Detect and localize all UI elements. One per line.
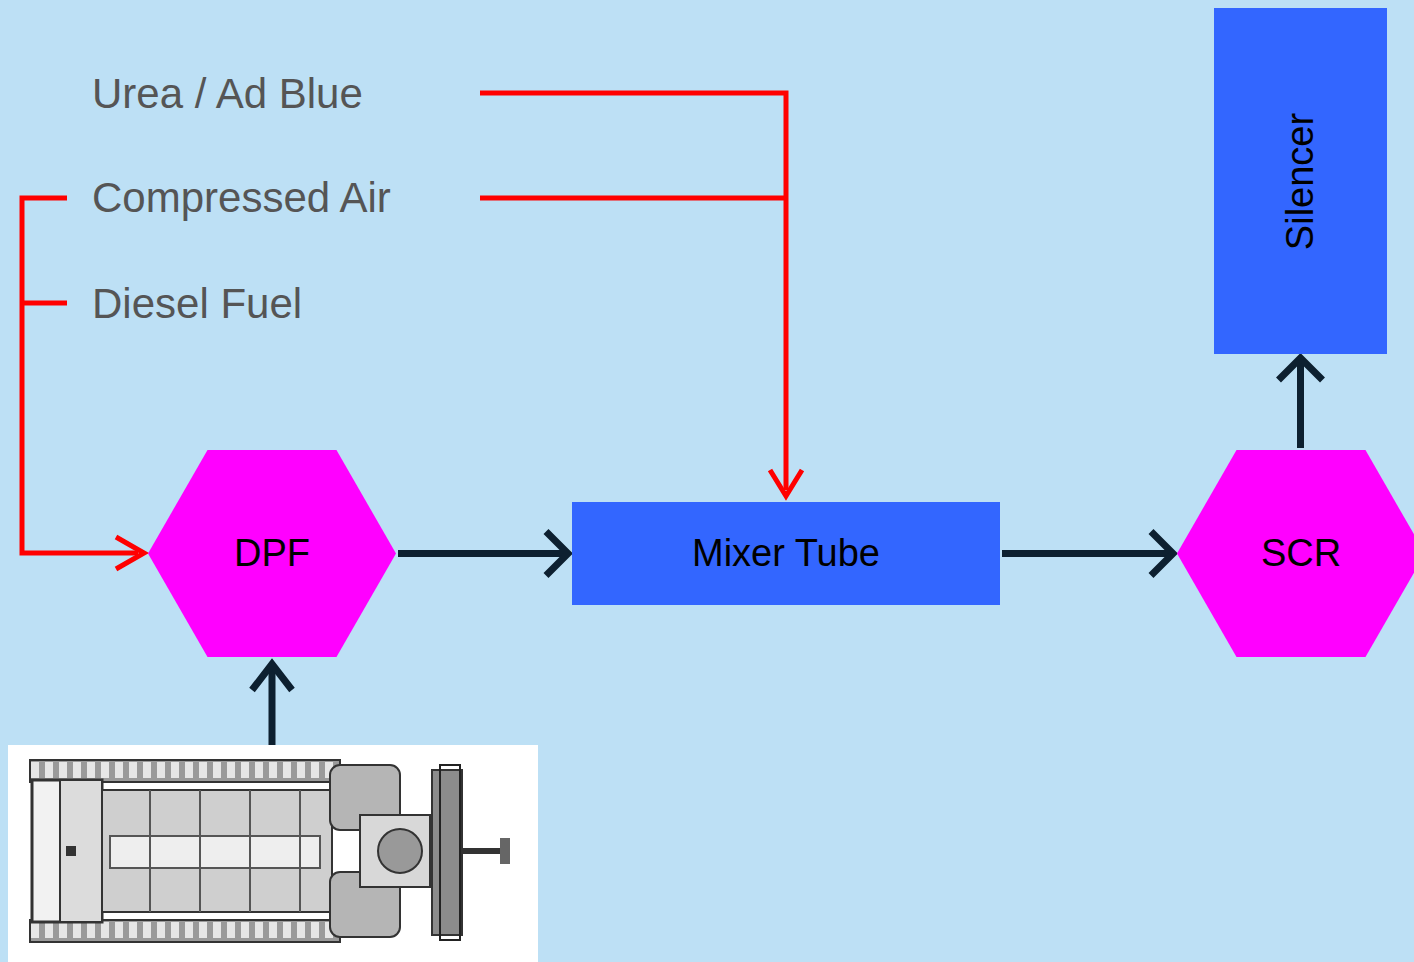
engine-illustration: [8, 745, 538, 962]
node-label: Mixer Tube: [692, 532, 880, 575]
node-label: DPF: [234, 532, 310, 575]
node-label: Silencer: [1279, 112, 1322, 249]
supply-label: Urea / Ad Blue: [92, 70, 363, 118]
supply-label: Compressed Air: [92, 174, 391, 222]
engine-exhaust-arrow: [252, 664, 292, 745]
silencer-box: Silencer: [1214, 8, 1387, 354]
filter-hexagon: DPF: [148, 450, 396, 657]
catalyst-hexagon: SCR: [1177, 450, 1414, 657]
flow-arrow: [398, 532, 568, 576]
supply-label: Diesel Fuel: [92, 280, 302, 328]
supply-line: [22, 93, 802, 569]
process-box: Mixer Tube: [572, 502, 1000, 605]
node-label: SCR: [1261, 532, 1341, 575]
flow-arrow: [1279, 358, 1323, 448]
flow-arrow: [1002, 532, 1173, 576]
